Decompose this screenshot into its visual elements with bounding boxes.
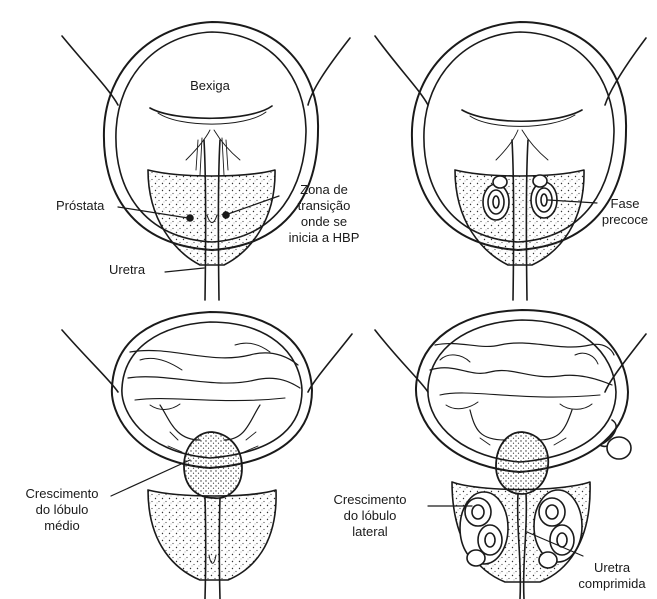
lateral-lobe-nodules-left <box>460 492 508 566</box>
label-prostate: Próstata <box>56 198 104 214</box>
label-lateral-lobe-growth: Crescimento do lóbulo lateral <box>318 492 422 540</box>
label-early-phase: Fase precoce <box>596 196 654 228</box>
panel-median-lobe <box>62 312 352 599</box>
lateral-lobe-nodules-right <box>534 490 582 568</box>
label-urethra: Uretra <box>109 262 145 278</box>
panel-early-phase <box>375 22 646 300</box>
label-transition-zone: Zona de transição onde se inicia a HBP <box>276 182 372 246</box>
median-lobe <box>184 432 242 498</box>
prostate-body <box>148 170 275 265</box>
label-compressed-urethra: Uretra comprimida <box>570 560 654 592</box>
panel-normal-bladder <box>62 22 350 300</box>
panel-lateral-lobe <box>375 310 646 599</box>
label-median-lobe-growth: Crescimento do lóbulo médio <box>10 486 114 534</box>
label-bladder: Bexiga <box>170 78 250 94</box>
bladder-diverticulum <box>607 437 631 459</box>
